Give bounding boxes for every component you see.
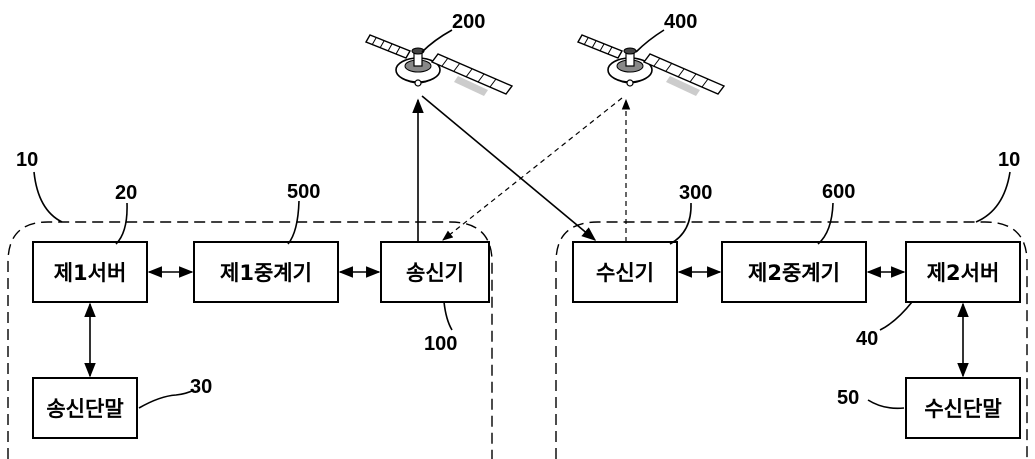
server1-label: 제1서버	[54, 261, 127, 285]
leader-100	[444, 302, 452, 330]
ref-10-right: 10	[998, 149, 1020, 171]
leader-300	[670, 203, 691, 244]
receiver-label: 수신기	[596, 261, 654, 285]
leader-30	[139, 390, 194, 408]
ref-500: 500	[287, 181, 320, 203]
ref-200: 200	[452, 11, 485, 33]
downlink-satellite400-transmitter	[443, 98, 622, 240]
receiving-terminal-label: 수신단말	[924, 397, 1001, 421]
satellite-400-icon	[578, 35, 724, 96]
leader-200	[422, 30, 452, 52]
ref-10-left: 10	[16, 149, 38, 171]
ref-30: 30	[190, 376, 212, 398]
ref-50: 50	[837, 387, 859, 409]
satellite-200-icon	[366, 35, 512, 96]
leader-20	[116, 203, 127, 244]
leader-10-right	[976, 172, 1010, 222]
server2-label: 제2서버	[927, 261, 1000, 285]
ref-100: 100	[424, 333, 457, 355]
leader-600	[818, 203, 833, 244]
ref-600: 600	[822, 181, 855, 203]
ref-20: 20	[115, 182, 137, 204]
leader-50	[868, 400, 904, 408]
leader-40	[880, 302, 912, 330]
ref-40: 40	[856, 328, 878, 350]
relay1-label: 제1중계기	[220, 261, 312, 285]
relay2-label: 제2중계기	[748, 261, 840, 285]
transmitter-label: 송신기	[406, 261, 464, 285]
leader-10-left	[34, 172, 62, 222]
ref-300: 300	[679, 182, 712, 204]
ref-400: 400	[664, 11, 697, 33]
sending-terminal-label: 송신단말	[46, 397, 123, 421]
downlink-satellite200-receiver	[422, 96, 595, 240]
leader-400	[636, 30, 664, 52]
